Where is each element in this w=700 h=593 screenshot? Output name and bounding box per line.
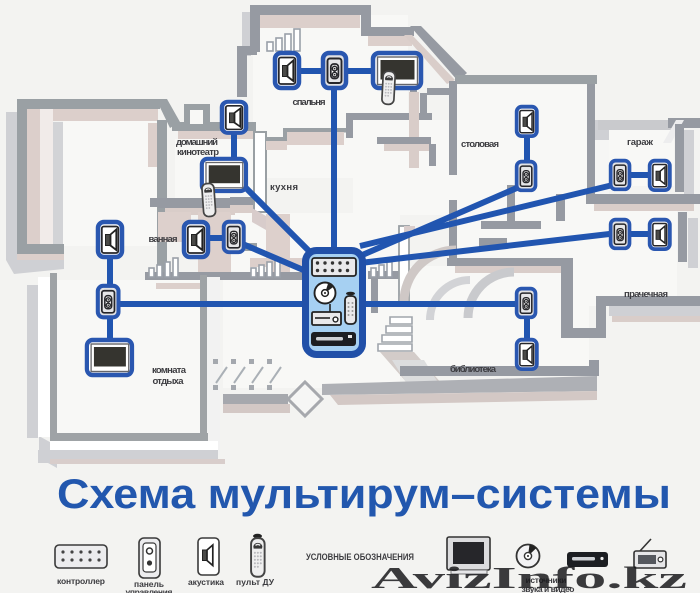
svg-text:ванная: ванная — [149, 234, 178, 245]
svg-text:панель: панель — [134, 579, 164, 589]
svg-text:отдыха: отдыха — [153, 376, 185, 387]
svg-text:кинотеатр: кинотеатр — [177, 147, 219, 158]
svg-text:библиотека: библиотека — [450, 364, 497, 375]
svg-text:гараж: гараж — [627, 137, 653, 148]
svg-text:акустика: акустика — [188, 577, 224, 587]
svg-text:прачечная: прачечная — [624, 289, 668, 300]
svg-text:источники: источники — [526, 575, 567, 585]
svg-text:Схема мультирум–системы: Схема мультирум–системы — [57, 470, 671, 517]
svg-text:AvizInfo.kz: AvizInfo.kz — [371, 560, 687, 593]
svg-text:спальня: спальня — [293, 97, 326, 108]
svg-text:комната: комната — [152, 365, 187, 376]
svg-text:пульт ДУ: пульт ДУ — [236, 577, 275, 587]
svg-text:контроллер: контроллер — [57, 576, 105, 586]
svg-text:столовая: столовая — [461, 139, 499, 150]
svg-text:звука и видео: звука и видео — [522, 584, 575, 593]
svg-text:домашний: домашний — [176, 137, 218, 148]
svg-text:управления: управления — [126, 587, 173, 593]
svg-text:кухня: кухня — [270, 182, 298, 193]
svg-text:УСЛОВНЫЕ ОБОЗНАЧЕНИЯ: УСЛОВНЫЕ ОБОЗНАЧЕНИЯ — [306, 552, 414, 562]
